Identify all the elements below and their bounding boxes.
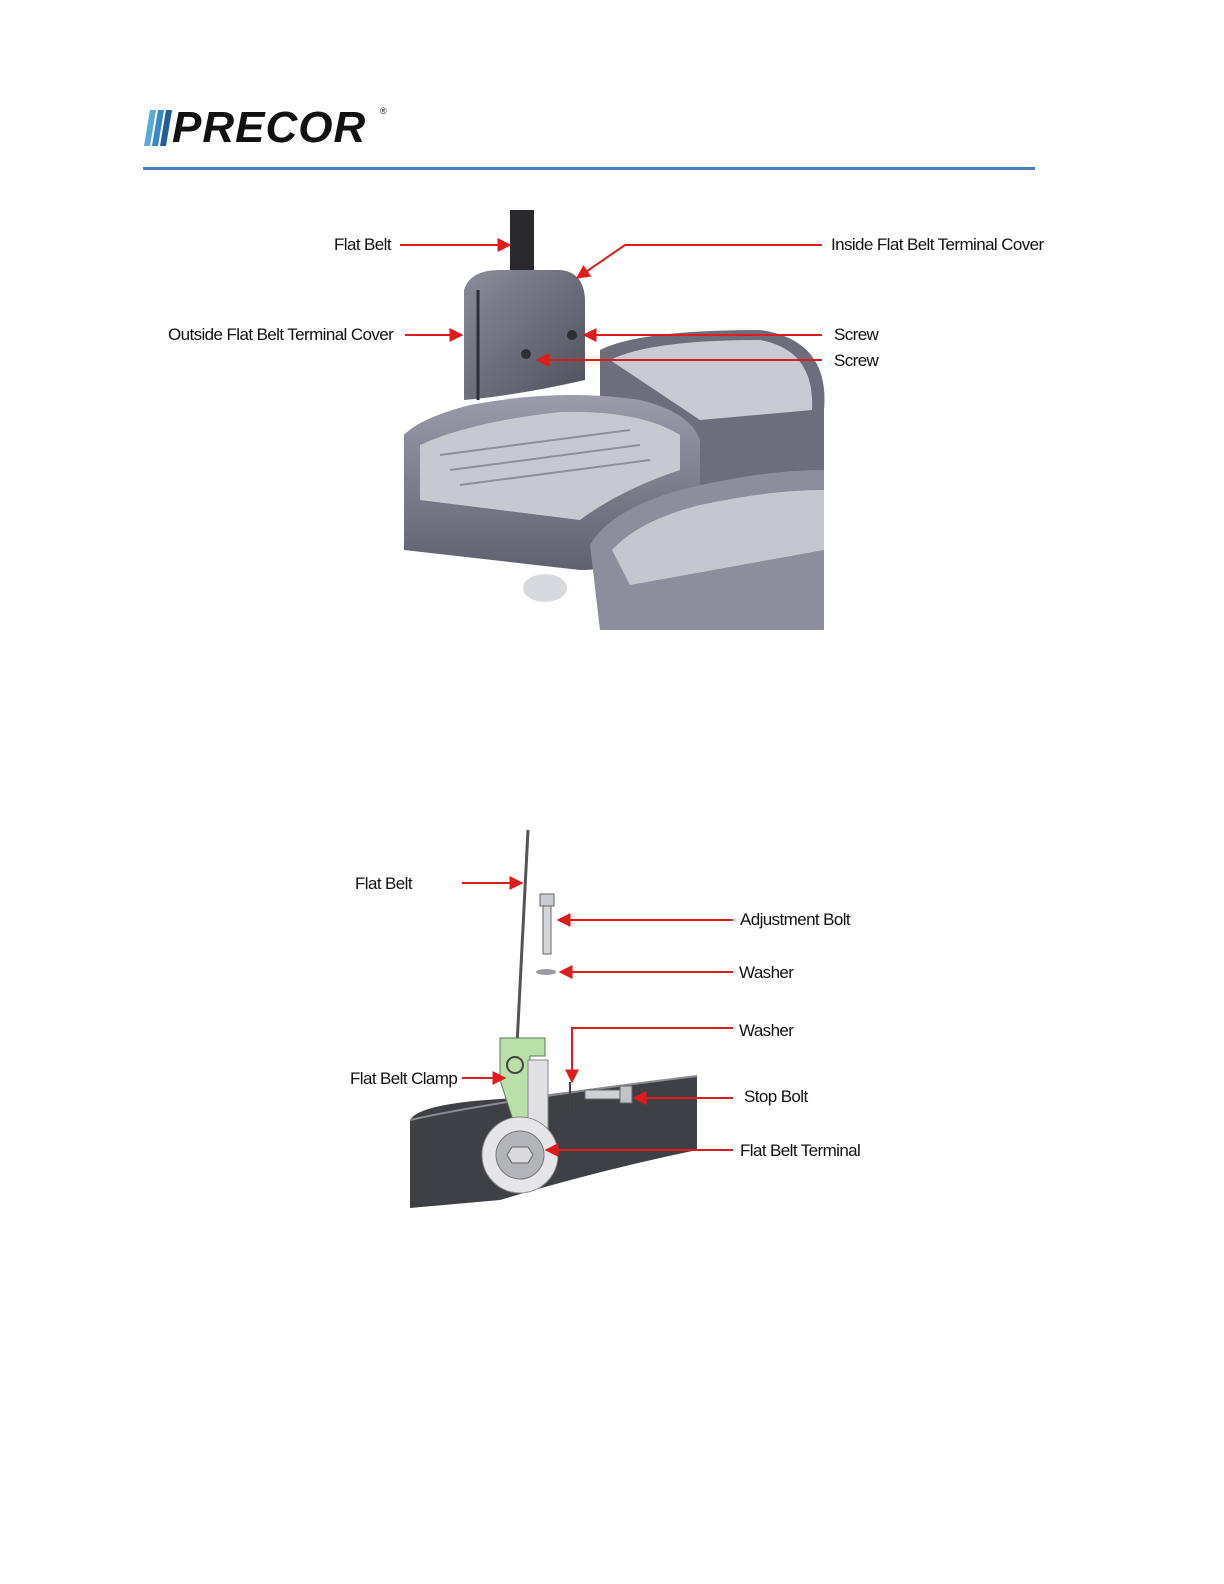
label-stop-bolt: Stop Bolt — [744, 1087, 808, 1106]
label-inside-cover: Inside Flat Belt Terminal Cover — [831, 235, 1045, 254]
precor-logo: PRECOR ® — [140, 100, 400, 156]
label-screw-2: Screw — [834, 351, 880, 370]
label-flat-belt-clamp: Flat Belt Clamp — [350, 1069, 457, 1088]
header-rule — [143, 167, 1035, 170]
arrow-inside-cover — [577, 245, 822, 278]
label-adjustment-bolt: Adjustment Bolt — [740, 910, 851, 929]
figure-belt-terminal: Flat Belt Adjustment Bolt Washer Washer … — [0, 820, 1224, 1220]
label-screw-1: Screw — [834, 325, 880, 344]
terminal-illustration — [410, 830, 697, 1208]
label-flat-belt-2: Flat Belt — [355, 874, 413, 893]
label-washer-1: Washer — [739, 963, 794, 982]
label-flat-belt: Flat Belt — [334, 235, 392, 254]
registered-mark: ® — [380, 106, 387, 116]
pedal-illustration — [404, 210, 824, 630]
arrow-washer-2 — [572, 1028, 733, 1082]
brand-name: PRECOR — [172, 100, 366, 156]
label-washer-2: Washer — [739, 1021, 794, 1040]
figure-pedal-cover: Flat Belt Inside Flat Belt Terminal Cove… — [0, 190, 1224, 660]
label-flat-belt-terminal: Flat Belt Terminal — [740, 1141, 860, 1160]
label-outside-cover: Outside Flat Belt Terminal Cover — [168, 325, 394, 344]
